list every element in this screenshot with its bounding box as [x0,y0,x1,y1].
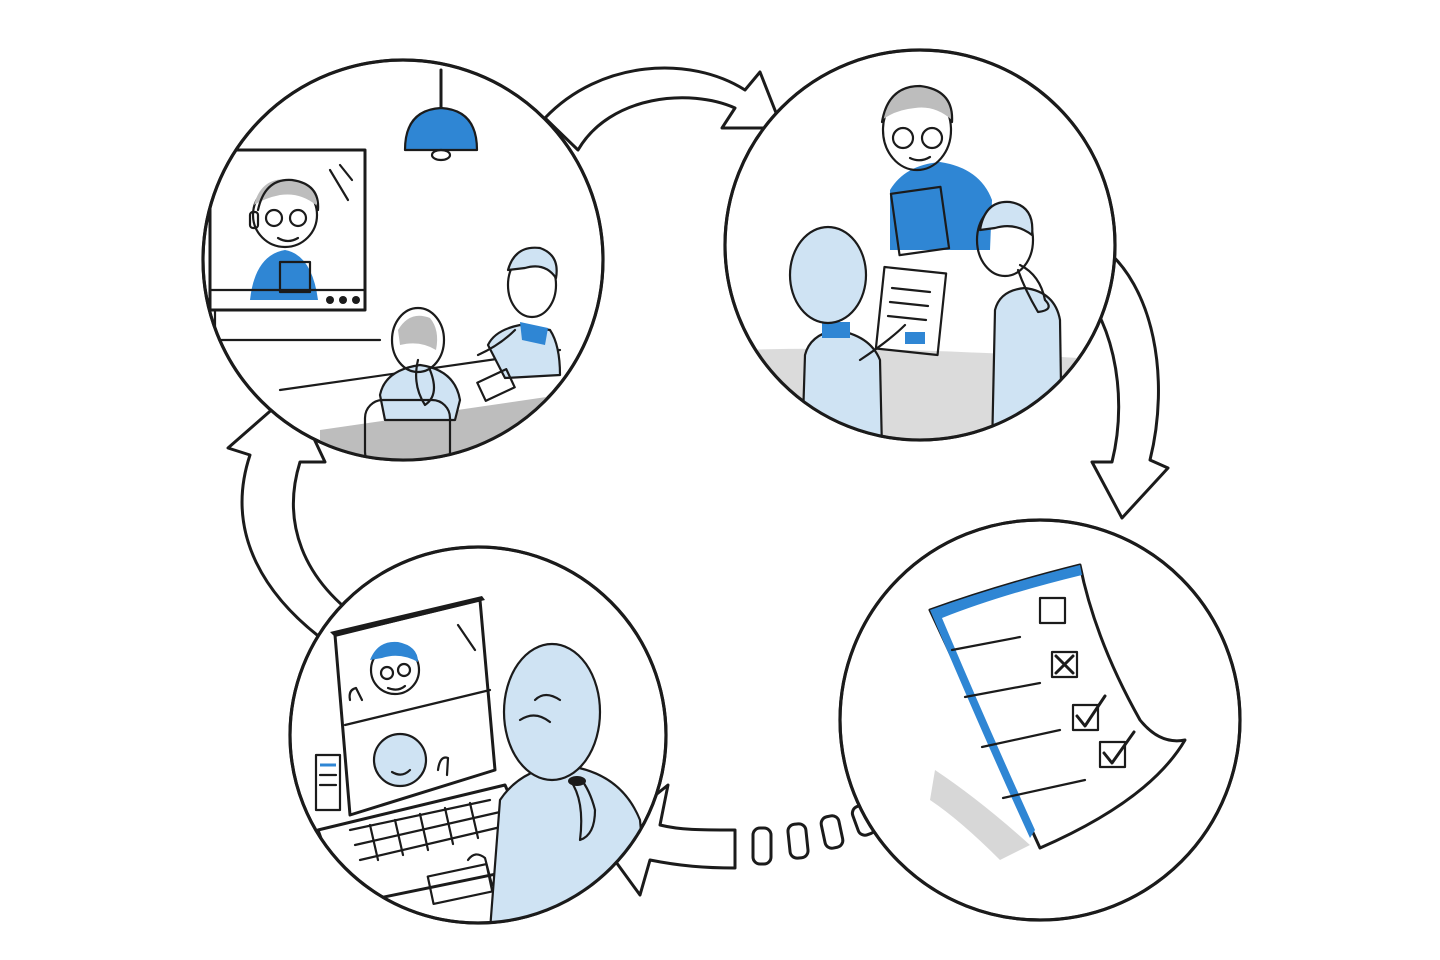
team-discussion-scene [723,48,1117,442]
checkbox-checked [1071,694,1107,732]
presenter-man-with-glasses [880,84,992,257]
meeting-participant-woman [363,306,462,460]
remote-worker-woman [466,642,652,923]
checklist-document-icon [838,518,1242,922]
conference-room-video-call-scene [201,58,605,462]
wall-video-screen [208,148,367,312]
arrow-scene1-to-scene2 [543,66,784,152]
arrow-scene4-to-scene1 [226,390,370,657]
checkbox-unchecked [1038,596,1067,625]
ceiling-lamp-icon [403,68,479,162]
checkbox-crossed [1050,650,1079,679]
laptop-video-call-scene [288,545,668,925]
arrow-scene2-to-scene3 [1070,243,1170,520]
checkbox-checked [1098,730,1136,769]
meeting-participant-man [476,246,562,402]
dashed-arrow-scene3-to-scene4 [598,783,908,897]
laptop-screen [314,596,497,817]
